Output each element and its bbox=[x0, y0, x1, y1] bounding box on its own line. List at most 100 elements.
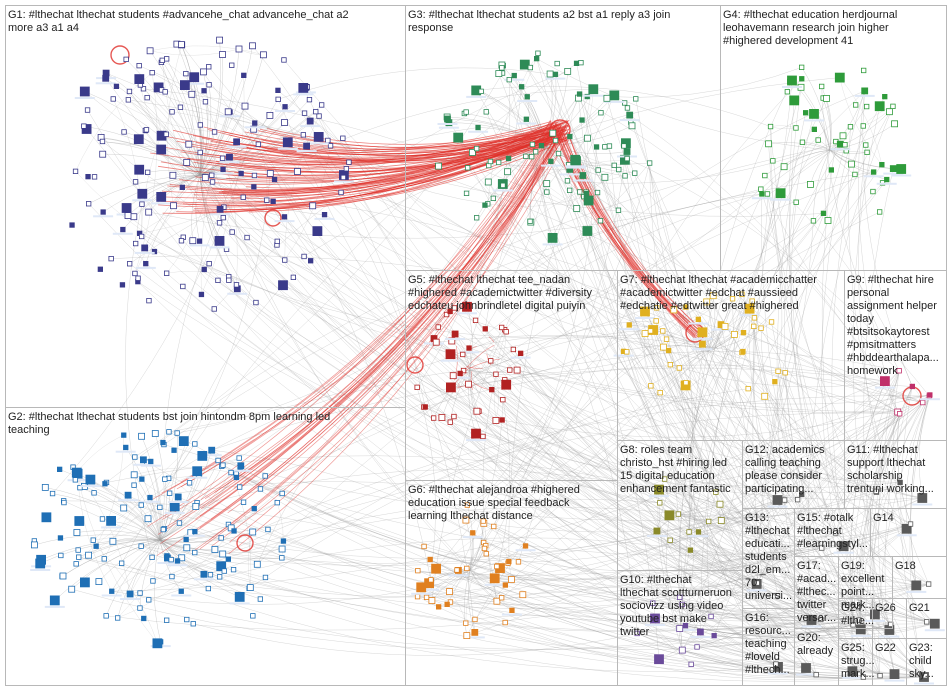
vertex bbox=[125, 97, 131, 103]
vertex bbox=[200, 570, 208, 578]
vertex bbox=[466, 345, 472, 351]
group-title-line: child bbox=[909, 655, 932, 667]
edge bbox=[169, 133, 564, 190]
vertex bbox=[922, 673, 928, 679]
vertex bbox=[578, 60, 584, 66]
edge bbox=[749, 308, 844, 547]
group-title-line: #loveld bbox=[745, 651, 780, 663]
vertex bbox=[71, 467, 82, 478]
edge bbox=[88, 203, 777, 665]
vertex bbox=[567, 133, 573, 140]
edge bbox=[143, 459, 161, 541]
vertex bbox=[143, 127, 150, 133]
vertex bbox=[303, 142, 311, 150]
edge bbox=[184, 85, 468, 569]
vertex bbox=[877, 209, 883, 215]
edge bbox=[685, 349, 711, 383]
edge bbox=[465, 520, 472, 571]
edge bbox=[181, 44, 193, 95]
vertex bbox=[120, 504, 128, 512]
group-title-line: G19: bbox=[841, 560, 865, 572]
edge bbox=[556, 126, 702, 333]
vertex bbox=[160, 526, 167, 533]
vertex bbox=[926, 581, 932, 587]
edge bbox=[678, 298, 733, 651]
group-title-line: leohavemann research join higher bbox=[723, 22, 889, 34]
group-title-line: G18 bbox=[895, 560, 916, 572]
group-title-line: twitter bbox=[620, 626, 650, 638]
edge bbox=[569, 190, 817, 675]
vertex bbox=[593, 144, 600, 150]
group-title-line: assignment helper bbox=[847, 300, 937, 312]
edge bbox=[664, 478, 929, 585]
vertex bbox=[192, 466, 203, 477]
edge bbox=[270, 173, 778, 596]
vertex bbox=[266, 169, 274, 177]
vertex bbox=[132, 454, 138, 460]
vertex bbox=[911, 580, 922, 591]
edge bbox=[783, 149, 831, 167]
vertex bbox=[138, 543, 144, 549]
vertex-label bbox=[464, 636, 485, 639]
vertex-label bbox=[220, 115, 241, 118]
edge bbox=[768, 143, 926, 676]
vertex bbox=[174, 493, 182, 501]
vertex bbox=[103, 613, 109, 619]
group-title-line: versar... bbox=[797, 612, 836, 624]
group-title-line: G3: #lthechat lthechat students a2 bst a… bbox=[408, 9, 670, 21]
edge bbox=[129, 91, 817, 675]
edge bbox=[215, 127, 566, 170]
vertex bbox=[163, 56, 170, 62]
edge bbox=[133, 485, 161, 541]
vertex-label bbox=[566, 166, 586, 169]
group-title-line: G10: #lthechat bbox=[620, 574, 692, 586]
vertex bbox=[519, 591, 527, 599]
vertex bbox=[141, 615, 147, 622]
vertex-label bbox=[80, 485, 101, 488]
vertex bbox=[244, 234, 250, 241]
vertex bbox=[861, 87, 869, 95]
edge bbox=[609, 146, 777, 665]
edge bbox=[897, 413, 911, 525]
vertex bbox=[177, 41, 185, 48]
vertex bbox=[224, 108, 232, 116]
group-title-line: G4: #lthechat education herdjournal bbox=[723, 9, 897, 21]
vertex bbox=[650, 613, 660, 624]
edge bbox=[506, 384, 881, 676]
vertex bbox=[793, 199, 799, 205]
edge bbox=[210, 120, 559, 520]
edge bbox=[243, 197, 821, 620]
vertex bbox=[634, 630, 640, 637]
vertex bbox=[482, 326, 488, 332]
vertex bbox=[463, 109, 469, 115]
group-title-line: #hbddearthalapa... bbox=[847, 352, 939, 364]
vertex bbox=[535, 50, 541, 56]
edge bbox=[52, 493, 161, 541]
vertex bbox=[548, 158, 554, 165]
edge bbox=[86, 128, 779, 668]
vertex bbox=[340, 135, 346, 141]
vertex bbox=[622, 173, 628, 179]
edge bbox=[491, 389, 812, 621]
edge bbox=[567, 141, 836, 184]
edge bbox=[100, 137, 201, 176]
vertex-label bbox=[739, 314, 760, 317]
edge bbox=[303, 134, 935, 624]
edge bbox=[821, 413, 900, 549]
vertex-label bbox=[209, 246, 230, 249]
vertex-label bbox=[906, 590, 927, 593]
edge bbox=[849, 381, 886, 625]
edge bbox=[186, 499, 778, 564]
vertex bbox=[275, 87, 281, 93]
edge bbox=[222, 464, 860, 621]
edge bbox=[195, 132, 563, 183]
edge bbox=[163, 99, 279, 445]
edge bbox=[417, 294, 743, 597]
group-title-g25: G25:strug...mark... bbox=[841, 642, 875, 680]
edge bbox=[247, 138, 558, 206]
vertex bbox=[870, 609, 880, 620]
vertex-label bbox=[466, 439, 486, 442]
edge bbox=[171, 559, 926, 682]
edge bbox=[468, 327, 502, 385]
vertex bbox=[280, 538, 287, 544]
